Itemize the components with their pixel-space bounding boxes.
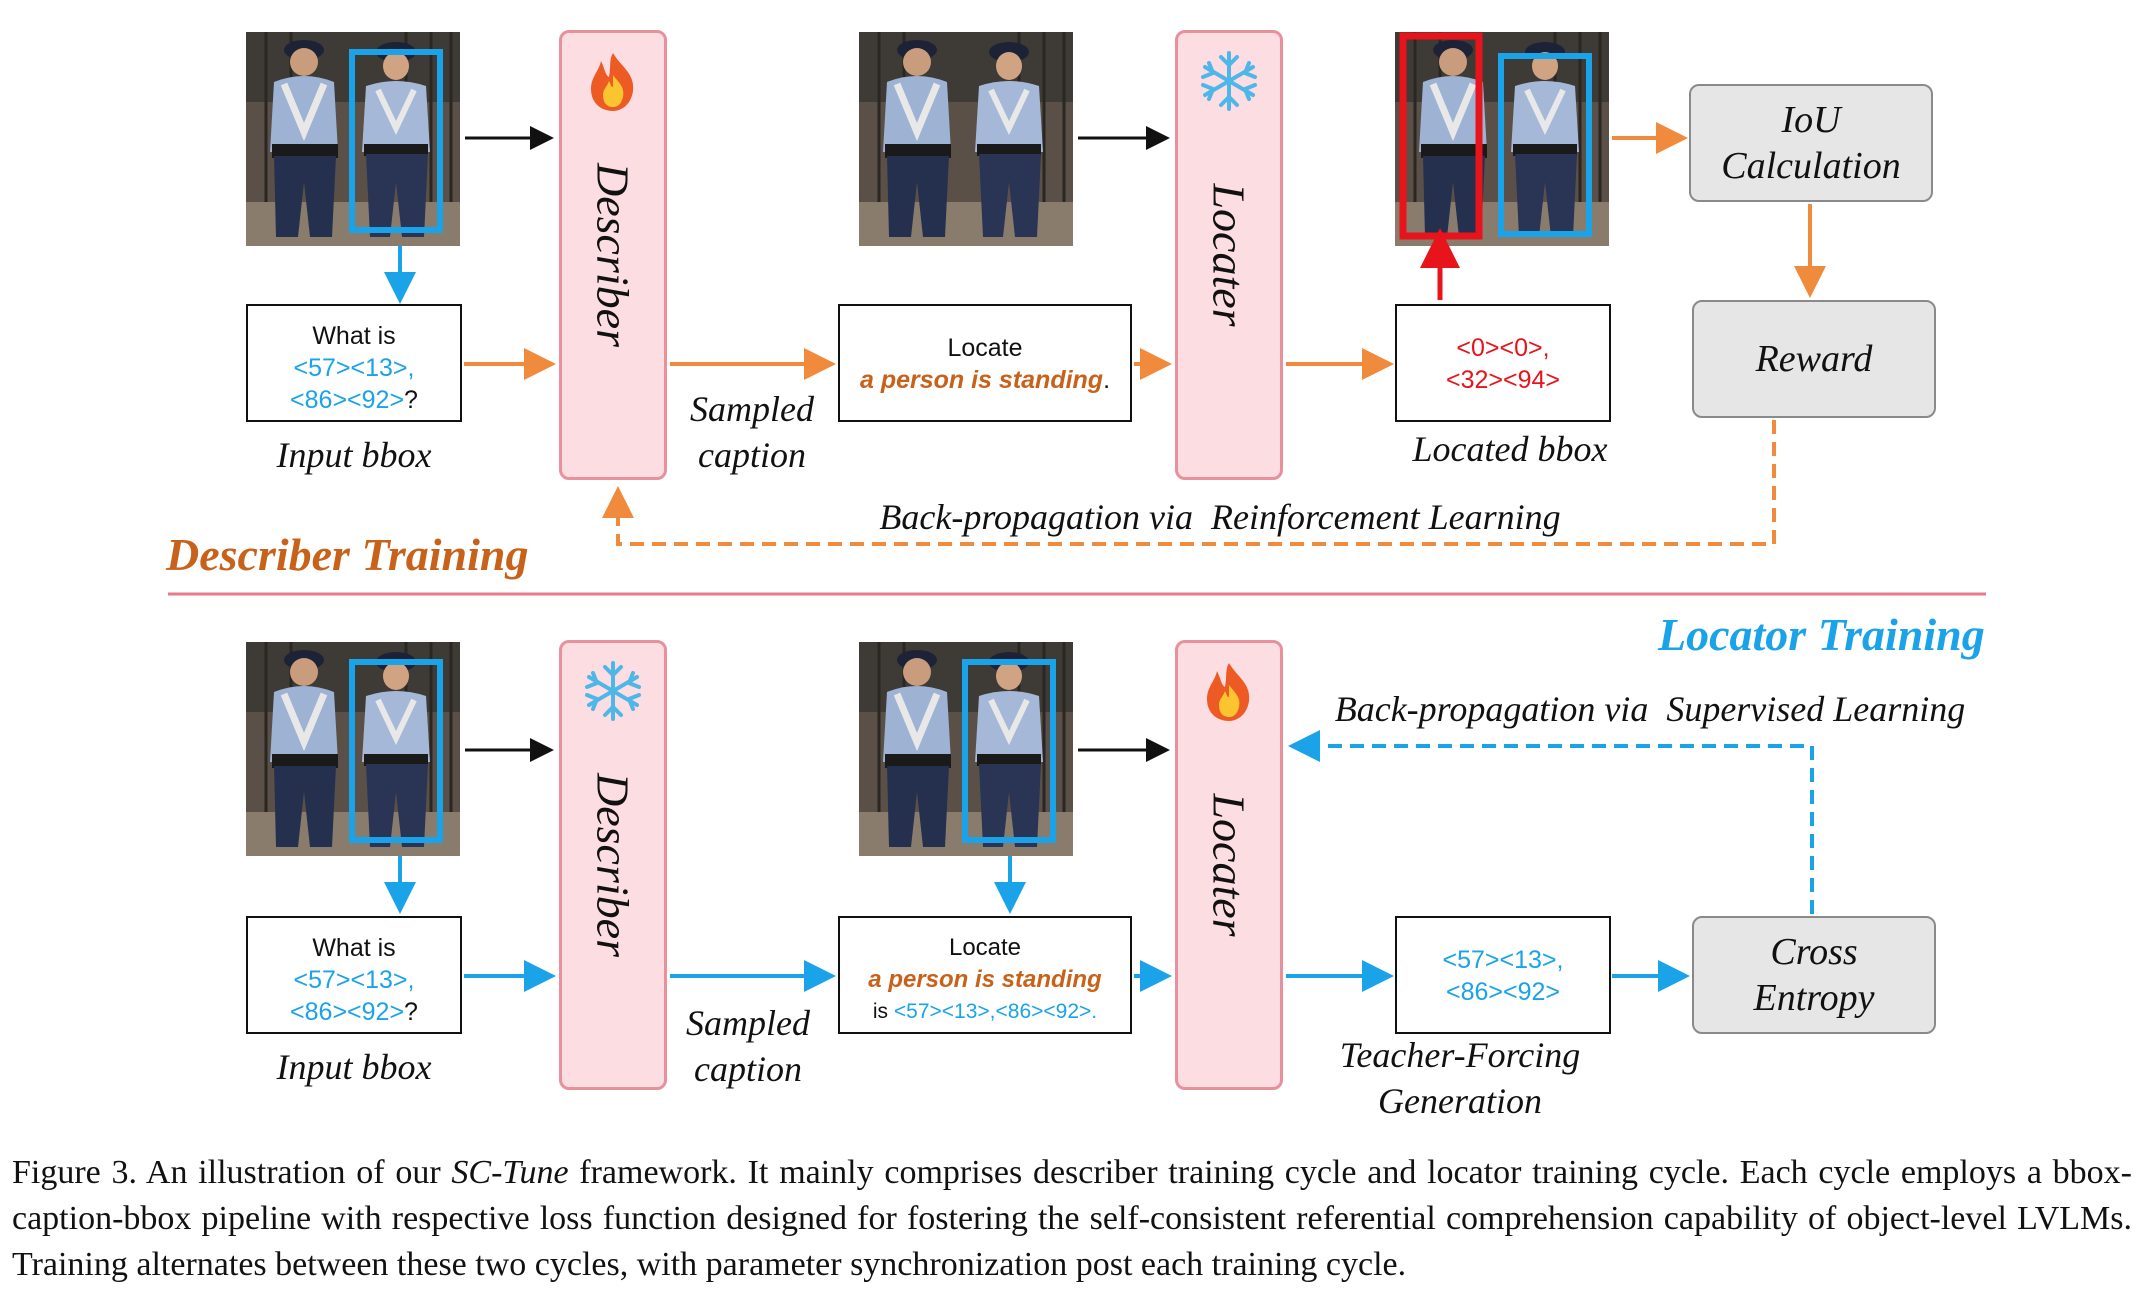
is-text: is bbox=[872, 1000, 894, 1023]
sampled-caption-label-2: Sampled caption bbox=[668, 1000, 828, 1092]
figure-caption: Figure 3. An illustration of our SC-Tune… bbox=[12, 1150, 2132, 1288]
coords-text: <86><92> bbox=[290, 998, 405, 1026]
sampled-caption-label-1: Sampled caption bbox=[672, 386, 832, 478]
calculation-text: Calculation bbox=[1721, 145, 1901, 187]
coords-text: <32><94> bbox=[1445, 366, 1560, 394]
input-image-2 bbox=[246, 642, 460, 856]
caption-body: framework. It mainly comprises describer… bbox=[12, 1154, 2133, 1283]
coords-text: <57><13>,<86><92>. bbox=[893, 1000, 1098, 1023]
locater-module-1: Locater bbox=[1175, 30, 1283, 480]
rl-backprop-label: Back-propagation via Reinforcement Learn… bbox=[879, 497, 1561, 537]
generation-text: Generation bbox=[1378, 1081, 1542, 1121]
sl-backprop-label: Back-propagation via Supervised Learning bbox=[1334, 689, 1966, 729]
target-image bbox=[859, 642, 1073, 856]
input-bbox-label-1: Input bbox bbox=[276, 435, 432, 475]
entropy-text: Entropy bbox=[1753, 977, 1875, 1019]
framework-name: SC-Tune bbox=[451, 1154, 569, 1191]
rl-feedback-arrow bbox=[602, 420, 1776, 546]
caption-text: caption bbox=[694, 1049, 802, 1089]
describer-module-2: Describer bbox=[559, 640, 667, 1090]
locate-text: Locate bbox=[947, 334, 1023, 362]
describer-training-title: Describer Training bbox=[166, 529, 529, 580]
coords-text: <86><92> bbox=[290, 386, 405, 414]
teacher-forcing-text: Teacher-Forcing bbox=[1339, 1035, 1581, 1075]
coords-text: <57><13>, bbox=[293, 966, 415, 994]
sampled-text: Sampled bbox=[686, 1003, 810, 1043]
sl-feedback-arrow bbox=[1288, 730, 1814, 914]
input-question-box-1: What is <57><13>, <86><92>? bbox=[246, 304, 462, 422]
coords-text: <86><92> bbox=[1445, 978, 1560, 1006]
caption-box-1: Locate a person is standing. bbox=[838, 304, 1132, 422]
caption-phrase: a person is standing bbox=[859, 366, 1104, 394]
teacher-forcing-label: Teacher-Forcing Generation bbox=[1310, 1032, 1610, 1124]
caption-phrase: a person is standing bbox=[868, 966, 1102, 993]
caption-box-2: Locate a person is standing is <57><13>,… bbox=[838, 916, 1132, 1034]
coords-text: <57><13>, bbox=[293, 354, 415, 382]
caption-text: caption bbox=[698, 435, 806, 475]
iou-text: IoU bbox=[1781, 99, 1841, 141]
located-bbox-label: Located bbox bbox=[1412, 429, 1608, 469]
target-bbox-box: <57><13>, <86><92> bbox=[1395, 916, 1611, 1034]
reward-box: Reward bbox=[1692, 300, 1936, 418]
input-question-box-2: What is <57><13>, <86><92>? bbox=[246, 916, 462, 1034]
located-bbox-box: <0><0>, <32><94> bbox=[1395, 304, 1611, 422]
coords-text: <57><13>, bbox=[1442, 946, 1564, 974]
coords-text: <0><0>, bbox=[1456, 334, 1550, 362]
question-mark: ? bbox=[404, 998, 418, 1026]
locator-training-title: Locator Training bbox=[1658, 609, 1985, 660]
caption-prefix: Figure 3. An illustration of our bbox=[12, 1154, 452, 1191]
describer-module-1: Describer bbox=[559, 30, 667, 480]
question-text: What is bbox=[312, 322, 396, 350]
input-image-1 bbox=[246, 32, 460, 246]
question-text: What is bbox=[312, 934, 396, 962]
question-mark: ? bbox=[404, 386, 418, 414]
sampled-text: Sampled bbox=[690, 389, 814, 429]
reward-text: Reward bbox=[1755, 338, 1873, 380]
input-bbox-label-2: Input bbox bbox=[276, 1047, 432, 1087]
locate-text: Locate bbox=[948, 934, 1022, 961]
cross-entropy-box: Cross Entropy bbox=[1692, 916, 1936, 1034]
period: . bbox=[1103, 366, 1111, 394]
locater-module-2: Locater bbox=[1175, 640, 1283, 1090]
cross-text: Cross bbox=[1770, 931, 1858, 973]
iou-calculation-box: IoU Calculation bbox=[1689, 84, 1933, 202]
